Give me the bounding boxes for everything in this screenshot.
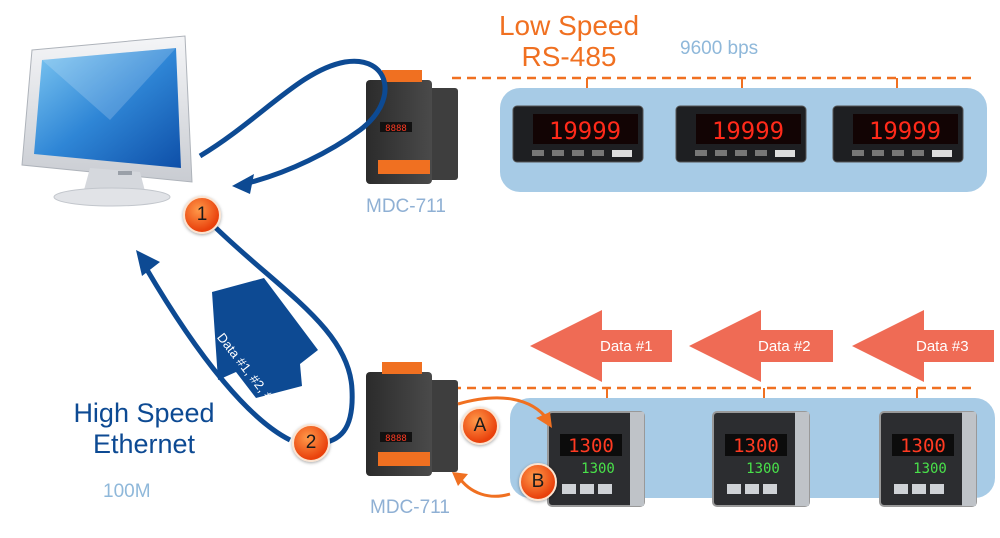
- panel-meter-3: 19999: [832, 105, 964, 163]
- mdc711-device-bottom: 8888: [366, 362, 458, 476]
- temp-controller-2: 1300 1300: [712, 411, 810, 507]
- high-speed-title: High Speed Ethernet: [73, 398, 215, 459]
- temp-controller-3: 1300 1300: [879, 411, 977, 507]
- svg-text:1300: 1300: [746, 461, 780, 477]
- step-badge-b: B: [519, 463, 557, 501]
- svg-text:19999: 19999: [549, 117, 621, 145]
- svg-text:19999: 19999: [712, 117, 784, 145]
- svg-text:19999: 19999: [869, 117, 941, 145]
- mdc711-device-top: 8888: [366, 70, 458, 184]
- svg-text:8888: 8888: [385, 434, 407, 444]
- step-badge-2: 2: [292, 424, 330, 462]
- svg-text:1300: 1300: [568, 435, 614, 457]
- panel-meter-2: 19999: [675, 105, 807, 163]
- device-label-top: MDC-711: [366, 196, 446, 217]
- data-arrows: [530, 310, 994, 382]
- svg-text:8888: 8888: [385, 124, 407, 134]
- rs485-bus-lines: [452, 76, 975, 390]
- loop-arrowhead-left: [136, 250, 160, 276]
- high-speed-loop: [143, 226, 355, 447]
- low-speed-title: Low Speed RS-485: [498, 10, 640, 72]
- svg-text:1300: 1300: [900, 435, 946, 457]
- loop-arrowhead-top: [232, 174, 254, 194]
- svg-text:1300: 1300: [581, 461, 615, 477]
- computer-monitor: [21, 35, 193, 207]
- speed-label: 100M: [103, 481, 151, 502]
- data-arrow-label-3: Data #3: [916, 338, 969, 355]
- low-speed-loop: [198, 58, 388, 186]
- data-arrow-label-2: Data #2: [758, 338, 811, 355]
- temp-controller-1: 1300 1300: [547, 411, 645, 507]
- baud-rate-label: 9600 bps: [680, 38, 759, 59]
- svg-text:1300: 1300: [733, 435, 779, 457]
- step-badge-a: A: [461, 407, 499, 445]
- svg-text:1300: 1300: [913, 461, 947, 477]
- arc-arrowhead-a: [536, 412, 552, 428]
- data-return-arrow: [212, 278, 318, 398]
- arc-arrowhead-b: [452, 472, 468, 486]
- data-arrow-label-1: Data #1: [600, 338, 653, 355]
- device-label-bottom: MDC-711: [370, 497, 450, 518]
- step-badge-1: 1: [183, 196, 221, 234]
- panel-meter-1: 19999: [512, 105, 644, 163]
